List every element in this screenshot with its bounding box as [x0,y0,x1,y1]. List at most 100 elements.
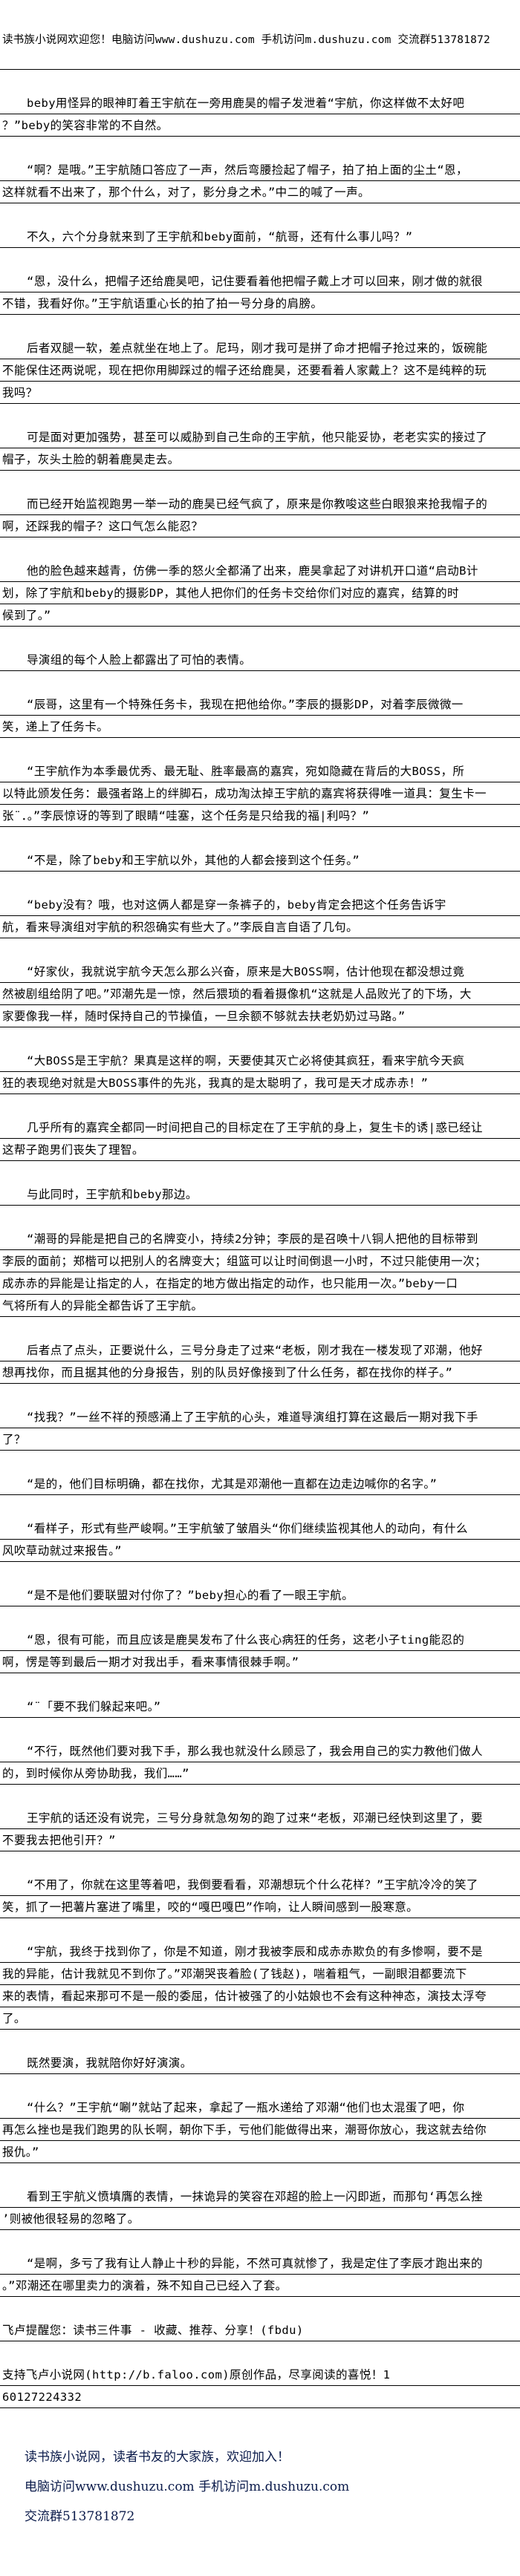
paragraph: 后者双腿一软，差点就坐在地上了。尼玛，刚才我可是拼了命才把帽子抢过来的，饭碗能不… [0,337,520,404]
paragraph: “是不是他们要联盟对付你了？”beby担心的看了一眼王宇航。 [0,1584,520,1606]
site-note: 飞卢提醒您：读书三件事 - 收藏、推荐、分享！(fbdu) [0,2319,520,2341]
site-footer: 读书族小说网，读者书友的大家族，欢迎加入！ 电脑访问www.dushuzu.co… [25,2442,349,2531]
text-line: 笑，递上了任务卡。 [0,716,520,738]
text-line: 然被剧组给阴了吧。”邓潮先是一惊，然后猥琐的看着摄像机“这就是人品败光了的下场，… [0,983,520,1005]
paragraph: 导演组的每个人脸上都露出了可怕的表情。 [0,649,520,671]
line-text: 以特此颁发任务：最强者路上的绊脚石，成功淘汰掉王宇航的嘉宾将获得唯一道具：复生卡… [2,787,487,800]
line-text: 然被剧组给阴了吧。”邓潮先是一惊，然后猥琐的看着摄像机“这就是人品败光了的下场，… [2,987,472,1001]
line-text: 他的脸色越来越青，仿佛一季的怒火全都涌了出来，鹿昊拿起了对讲机开口道“启动B计 [27,564,478,578]
line-text: “看样子，形式有些严峻啊。”王宇航皱了皱眉头“你们继续监视其他人的动向，有什么 [27,1522,468,1535]
text-line: “不是，除了beby和王宇航以外，其他的人都会接到这个任务。” [0,849,520,872]
line-text: 来的表情，看起来那可不是一般的委屈，估计被强了的小姑娘也不会有这种神态，演技太浮… [2,1990,487,2003]
text-line: 这帮子跑男们丧失了理智。 [0,1139,520,1161]
text-line: 我的异能，估计我就见不到你了。”邓潮哭丧着脸(了钱赵)，喘着粗气，一副眼泪都要流… [0,1963,520,1985]
line-text: “是啊，多亏了我有让人静止十秒的异能，不然可真就惨了，我是定住了李辰才跑出来的 [27,2257,483,2270]
paragraph: 他的脸色越来越青，仿佛一季的怒火全都涌了出来，鹿昊拿起了对讲机开口道“启动B计划… [0,560,520,627]
paragraph: 既然要演，我就陪你好好演演。 [0,2052,520,2074]
line-text: 李辰的面前；郑楷可以把别人的名牌变大；组篮可以让时间倒退一小时，不过只能使用一次… [2,1255,487,1268]
paragraph: “好家伙，我就说宇航今天怎么那么兴奋，原来是大BOSS啊，估计他现在都没想过竟然… [0,961,520,1027]
line-text: beby用怪异的眼神盯着王宇航在一旁用鹿昊的帽子发泄着“宇航，你这样做不太好吧 [27,97,465,110]
text-line: 李辰的面前；郑楷可以把别人的名牌变大；组篮可以让时间倒退一小时，不过只能使用一次… [0,1250,520,1272]
line-text: “辰哥，这里有一个特殊任务卡，我现在把他给你。”李辰的摄影DP，对着李辰微微一 [27,698,464,711]
text-line: 他的脸色越来越青，仿佛一季的怒火全都涌了出来，鹿昊拿起了对讲机开口道“启动B计 [0,560,520,582]
line-text: 笑，递上了任务卡。 [2,720,109,733]
paragraph: “宇航，我终于找到你了，你是不知道，刚才我被李辰和成赤赤欺负的有多惨啊，要不是我… [0,1941,520,2030]
text-line: “大BOSS是王宇航？果真是这样的啊，天要使其灭亡必将使其疯狂，看来宇航今天疯 [0,1050,520,1072]
line-text: 狂的表现绝对就是大BOSS事件的先兆，我真的是太聪明了，我可是天才成赤赤！” [2,1076,429,1090]
text-line: 后者点了点头，正要说什么，三号分身走了过来“老板，刚才我在一楼发现了邓潮，他好 [0,1339,520,1361]
text-line: 后者双腿一软，差点就坐在地上了。尼玛，刚才我可是拼了命才把帽子抢过来的，饭碗能 [0,337,520,359]
line-text: 后者点了点头，正要说什么，三号分身走了过来“老板，刚才我在一楼发现了邓潮，他好 [27,1344,483,1357]
paragraph: 而已经开始监视跑男一举一动的鹿昊已经气疯了，原来是你教唆这些白眼狼来抢我帽子的啊… [0,493,520,537]
text-line: 。”邓潮还在哪里卖力的演着，殊不知自己已经入了套。 [0,2275,520,2297]
line-text: 家要像我一样，随时保持自己的节操值，一旦余额不够就去扶老奶奶过马路。” [2,1010,406,1023]
chapter-content: beby用怪异的眼神盯着王宇航在一旁用鹿昊的帽子发泄着“宇航，你这样做不太好吧？… [0,70,520,2408]
line-text: 张¨．。”李辰惊讶的等到了眼睛“哇塞，这个任务是只给我的福|利吗？” [2,809,370,823]
paragraph: beby用怪异的眼神盯着王宇航在一旁用鹿昊的帽子发泄着“宇航，你这样做不太好吧？… [0,92,520,137]
line-text: 啊，还踩我的帽子？这口气怎么能忍？ [2,520,204,533]
line-text: “是不是他们要联盟对付你了？”beby担心的看了一眼王宇航。 [27,1589,354,1602]
line-text: 不要我去把他引开？” [2,1834,116,1847]
paragraph: “不用了，你就在这里等着吧，我倒要看看，邓潮想玩个什么花样？”王宇航冷冷的笑了笑… [0,1874,520,1918]
line-text: “beby没有？哦，也对这俩人都是穿一条裤子的，beby肯定会把这个任务告诉宇 [27,898,446,912]
line-text: 这帮子跑男们丧失了理智。 [2,1143,144,1157]
text-line: “是啊，多亏了我有让人静止十秒的异能，不然可真就惨了，我是定住了李辰才跑出来的 [0,2252,520,2275]
line-text: “不是，除了beby和王宇航以外，其他的人都会接到这个任务。” [27,854,360,867]
line-text: 这样就看不出来了，那个什么，对了，影分身之术。”中二的喊了一声。 [2,186,370,199]
banner-text: 读书族小说网欢迎您！电脑访问www.dushuzu.com 手机访问m.dush… [2,34,490,46]
paragraph: “¨「要不我们躲起来吧。” [0,1696,520,1718]
paragraph: “是的，他们目标明确，都在找你，尤其是邓潮他一直都在边走边喊你的名字。” [0,1473,520,1495]
text-line: 报仇。” [0,2141,520,2163]
line-text: 支持飞卢小说网(http://b.faloo.com)原创作品，尽享阅读的喜悦！… [2,2368,391,2382]
text-line: 既然要演，我就陪你好好演演。 [0,2052,520,2074]
line-text: 划，除了宇航和beby的摄影DP，其他人把你们的任务卡交给你们对应的嘉宾，结算的… [2,586,459,600]
text-line: 不错，我看好你。”王宇航语重心长的拍了拍一号分身的肩膀。 [0,292,520,315]
line-text: 我吗？ [2,386,38,399]
text-line: 导演组的每个人脸上都露出了可怕的表情。 [0,649,520,671]
paragraph: “恩，很有可能，而且应该是鹿昊发布了什么丧心病狂的任务，这老小子ting能忍的啊… [0,1629,520,1673]
line-text: “王宇航作为本季最优秀、最无耻、胜率最高的嘉宾，宛如隐藏在背后的大BOSS，所 [27,765,465,778]
line-text: “找我？”一丝不祥的预感涌上了王宇航的心头，难道导演组打算在这最后一期对我下手 [27,1410,478,1424]
text-line: 张¨．。”李辰惊讶的等到了眼睛“哇塞，这个任务是只给我的福|利吗？” [0,805,520,827]
line-text: 我的异能，估计我就见不到你了。”邓潮哭丧着脸(了钱赵)，喘着粗气，一副眼泪都要流… [2,1967,467,1981]
text-line: 候到了。” [0,604,520,627]
text-line: 想再找你，而且据其他的分身报告，别的队员好像接到了什么任务，都在找你的样子。” [0,1361,520,1384]
paragraph: “王宇航作为本季最优秀、最无耻、胜率最高的嘉宾，宛如隐藏在背后的大BOSS，所以… [0,760,520,827]
text-line: 以特此颁发任务：最强者路上的绊脚石，成功淘汰掉王宇航的嘉宾将获得唯一道具：复生卡… [0,782,520,805]
text-line: ’则被他很轻易的忽略了。 [0,2208,520,2230]
footer-group: 交流群513781872 [25,2509,135,2524]
text-line: 不久，六个分身就来到了王宇航和beby面前，“航哥，还有什么事儿吗？” [0,226,520,248]
text-line: “啊？是哦。”王宇航随口答应了一声，然后弯腰捡起了帽子，拍了拍上面的尘土“恩， [0,159,520,181]
paragraph: 可是面对更加强势，甚至可以威胁到自己生命的王宇航，他只能妥协，老老实实的接过了帽… [0,426,520,471]
line-text: 的，到时候你从旁协助我，我们……” [2,1767,189,1780]
line-text: “什么？”王宇航“唰”就站了起来，拿起了一瓶水递给了邓潮“他们也太混蛋了吧，你 [27,2101,465,2114]
paragraph: “是啊，多亏了我有让人静止十秒的异能，不然可真就惨了，我是定住了李辰才跑出来的。… [0,2252,520,2297]
line-text: 可是面对更加强势，甚至可以威胁到自己生命的王宇航，他只能妥协，老老实实的接过了 [27,431,488,444]
text-line: “beby没有？哦，也对这俩人都是穿一条裤子的，beby肯定会把这个任务告诉宇 [0,894,520,916]
text-line: “不行，既然他们要对我下手，那么我也就没什么顾忌了，我会用自己的实力教他们做人 [0,1740,520,1762]
text-line: “是的，他们目标明确，都在找你，尤其是邓潮他一直都在边走边喊你的名字。” [0,1473,520,1495]
line-text: “宇航，我终于找到你了，你是不知道，刚才我被李辰和成赤赤欺负的有多惨啊，要不是 [27,1945,483,1958]
text-line: “不用了，你就在这里等着吧，我倒要看看，邓潮想玩个什么花样？”王宇航冷冷的笑了 [0,1874,520,1896]
line-text: 航，看来导演组对宇航的积怨确实有些大了。”李辰自言自语了几句。 [2,921,358,934]
paragraph: 与此同时，王宇航和beby那边。 [0,1183,520,1206]
line-text: “不行，既然他们要对我下手，那么我也就没什么顾忌了，我会用自己的实力教他们做人 [27,1745,483,1758]
line-text: 60127224332 [2,2390,82,2404]
line-text: 不久，六个分身就来到了王宇航和beby面前，“航哥，还有什么事儿吗？” [27,230,413,243]
line-text: 报仇。” [2,2145,39,2159]
text-line: 而已经开始监视跑男一举一动的鹿昊已经气疯了，原来是你教唆这些白眼狼来抢我帽子的 [0,493,520,515]
text-line: “什么？”王宇航“唰”就站了起来，拿起了一瓶水递给了邓潮“他们也太混蛋了吧，你 [0,2096,520,2119]
text-line: 了？ [0,1428,520,1451]
text-line: “辰哥，这里有一个特殊任务卡，我现在把他给你。”李辰的摄影DP，对着李辰微微一 [0,693,520,716]
line-text: 看到王宇航义愤填膺的表情，一抹诡异的笑容在邓超的脸上一闪即逝，而那句‘再怎么挫 [27,2190,483,2203]
text-line: 的，到时候你从旁协助我，我们……” [0,1762,520,1785]
text-line: 看到王宇航义愤填膺的表情，一抹诡异的笑容在邓超的脸上一闪即逝，而那句‘再怎么挫 [0,2186,520,2208]
line-text: 导演组的每个人脸上都露出了可怕的表情。 [27,653,252,667]
text-line: 划，除了宇航和beby的摄影DP，其他人把你们的任务卡交给你们对应的嘉宾，结算的… [0,582,520,604]
footer-slogan: 读书族小说网，读者书友的大家族，欢迎加入！ [25,2450,290,2465]
line-text: 飞卢提醒您：读书三件事 - 收藏、推荐、分享！(fbdu) [2,2324,304,2337]
text-line: 啊，还踩我的帽子？这口气怎么能忍？ [0,515,520,537]
paragraph: “恩，没什么，把帽子还给鹿昊吧，记住要看着他把帽子戴上才可以回来，刚才做的就很不… [0,270,520,315]
line-text: 后者双腿一软，差点就坐在地上了。尼玛，刚才我可是拼了命才把帽子抢过来的，饭碗能 [27,341,488,355]
line-text: “啊？是哦。”王宇航随口答应了一声，然后弯腰捡起了帽子，拍了拍上面的尘土“恩， [27,163,468,177]
